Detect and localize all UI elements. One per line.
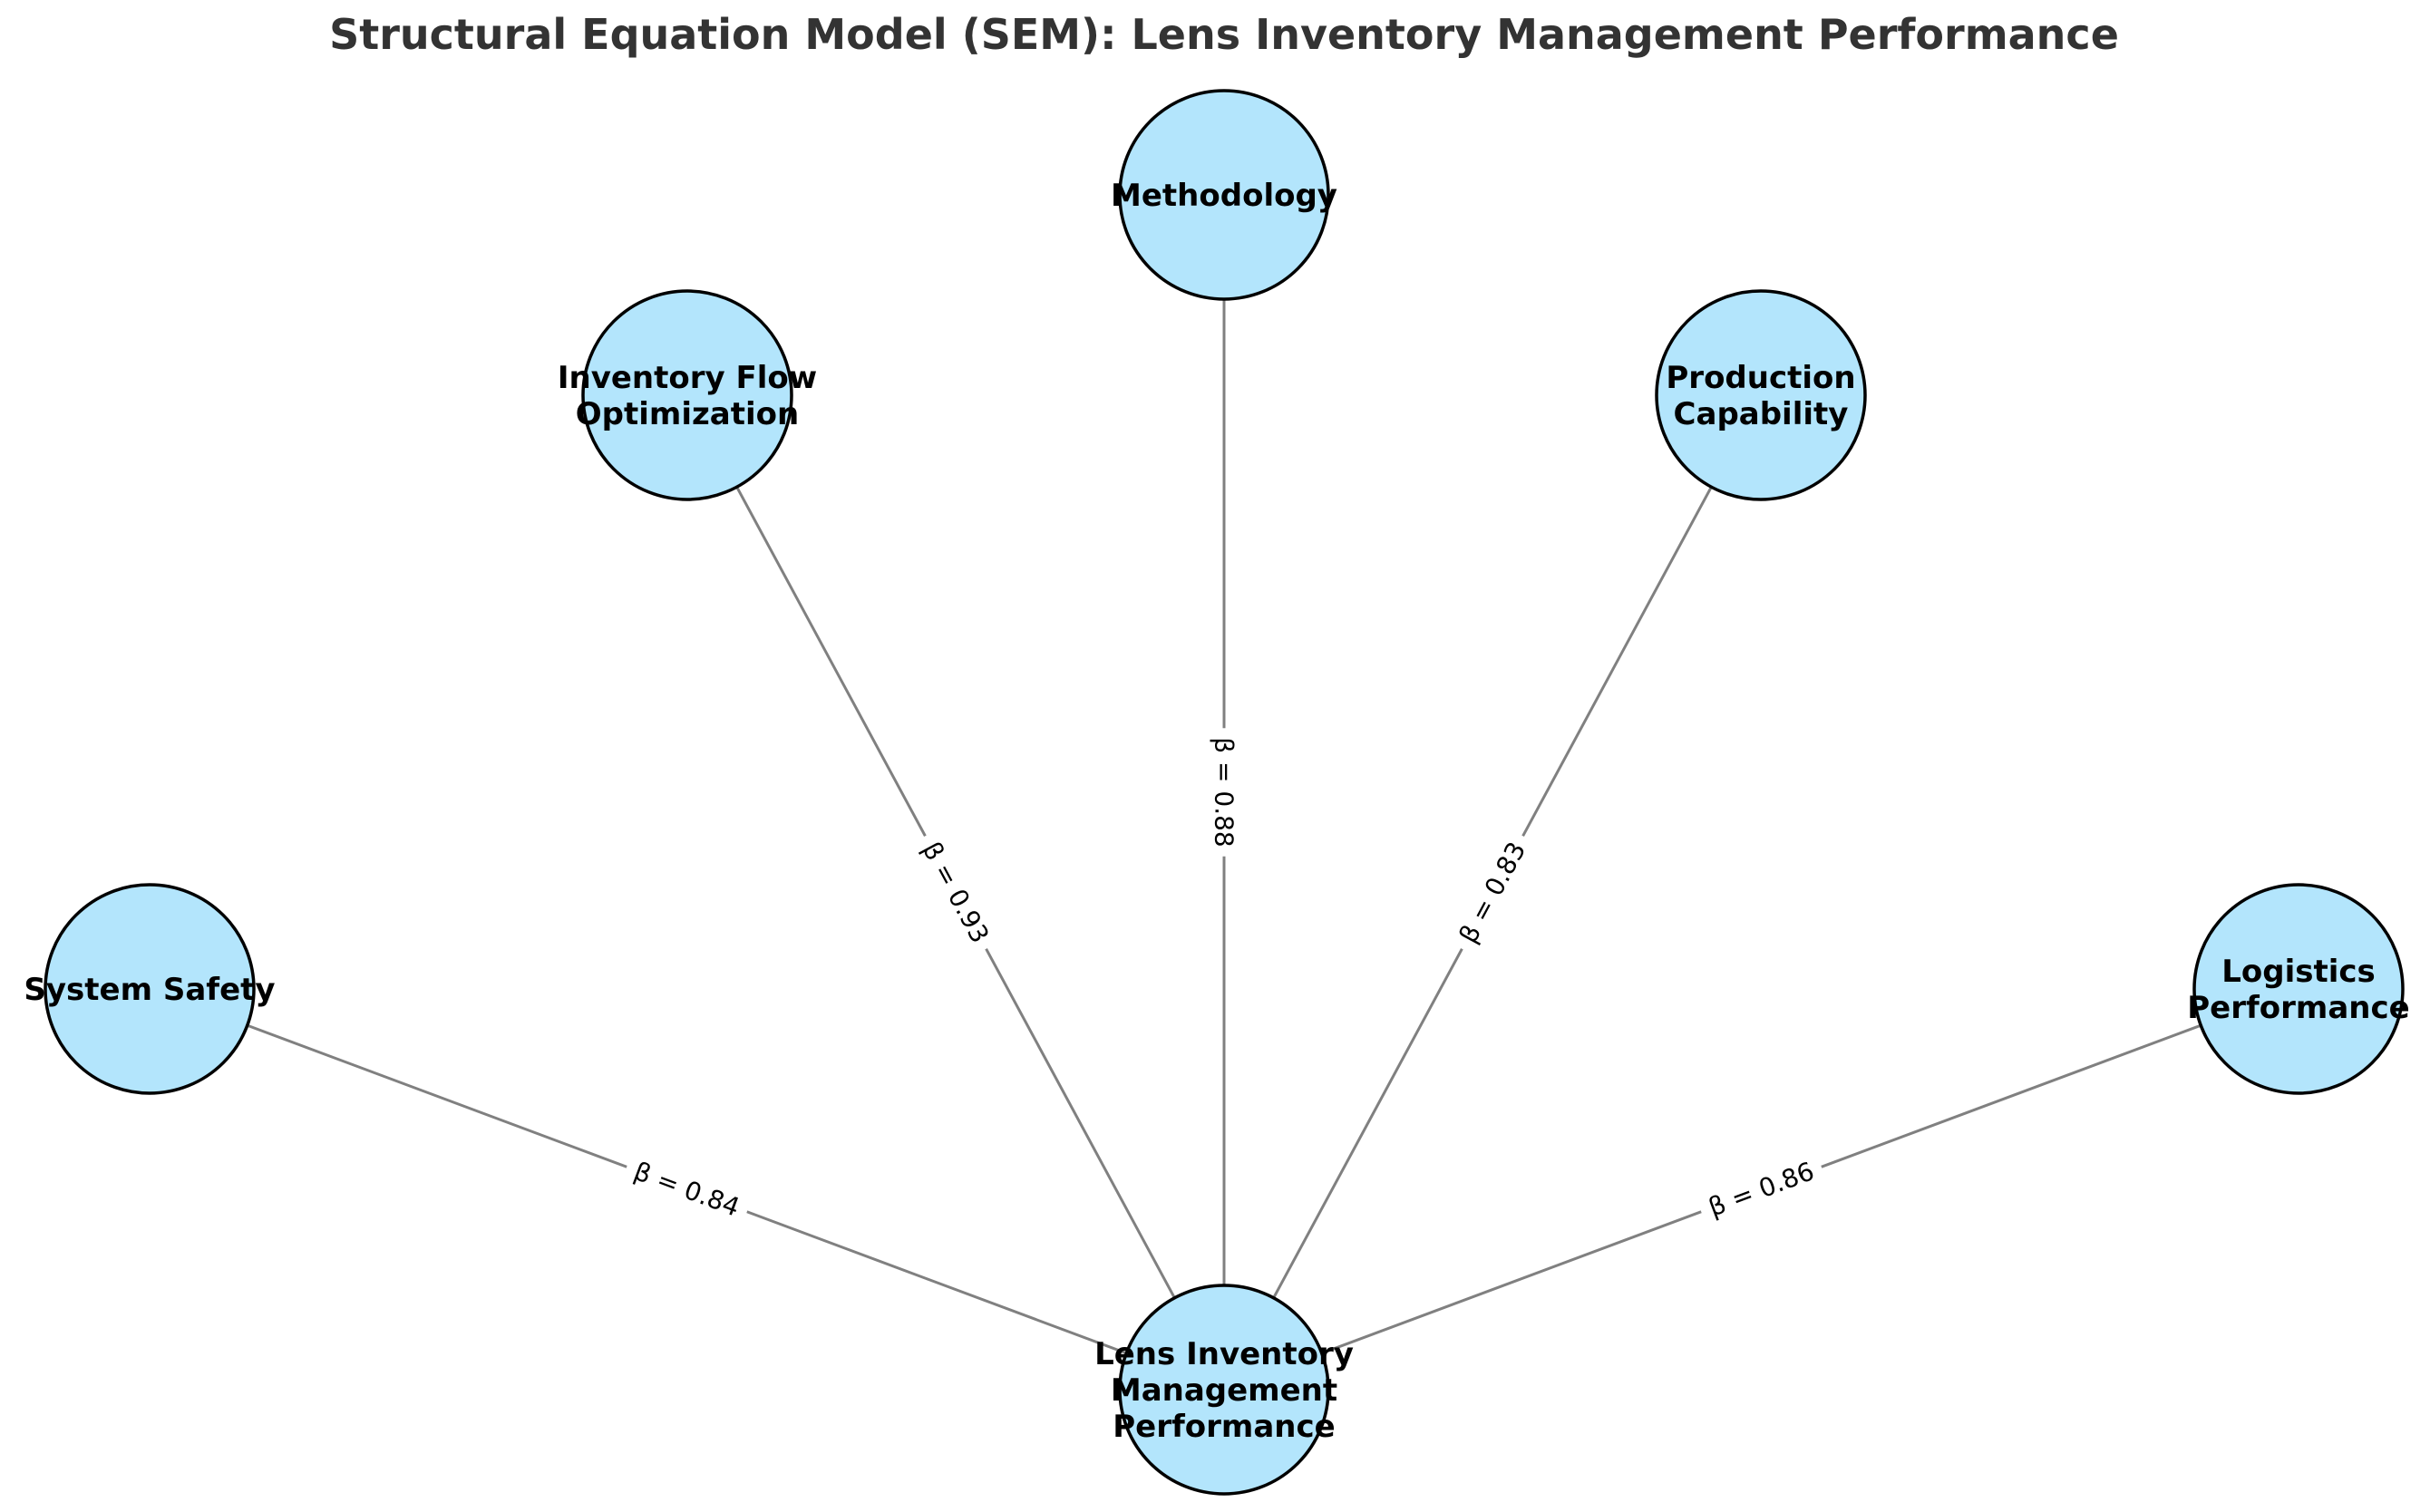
edge-coefficient-label: β = 0.86 xyxy=(1705,1156,1818,1222)
edge-label-group: β = 0.83 xyxy=(1445,827,1540,958)
edge-method-to-lens: β = 0.88 xyxy=(1206,195,1242,1390)
edge-label-background xyxy=(1206,728,1242,857)
node-safety: System Safety xyxy=(24,883,276,1095)
node-circle xyxy=(1118,1284,1330,1496)
edge-label-background xyxy=(620,1149,753,1229)
edge-production-to-lens: β = 0.83 xyxy=(1222,394,1763,1391)
edge-safety-to-lens: β = 0.84 xyxy=(149,987,1225,1391)
node-circle xyxy=(2192,883,2405,1095)
diagram-title: Structural Equation Model (SEM): Lens In… xyxy=(329,10,2119,59)
edge-label-background xyxy=(1695,1149,1828,1229)
edge-label-background xyxy=(909,827,1003,958)
edge-coefficient-label: β = 0.84 xyxy=(630,1156,744,1222)
edge-coefficient-label: β = 0.88 xyxy=(1210,737,1239,847)
node-label: Methodology xyxy=(1111,178,1337,214)
edge-label-background xyxy=(1445,827,1540,958)
edge-flow-to-lens: β = 0.93 xyxy=(685,394,1226,1391)
edge-label-group: β = 0.88 xyxy=(1206,728,1242,857)
node-circle xyxy=(44,883,256,1095)
node-method: Methodology xyxy=(1111,89,1337,301)
node-circle xyxy=(1655,289,1867,501)
node-label: System Safety xyxy=(24,972,275,1008)
node-circle xyxy=(1118,89,1330,301)
edge-coefficient-label: β = 0.93 xyxy=(917,837,996,948)
edge-label-group: β = 0.93 xyxy=(909,827,1003,958)
node-circle xyxy=(581,289,793,501)
edge-coefficient-label: β = 0.83 xyxy=(1453,837,1532,948)
edges-layer: β = 0.84 β = 0.93 β = 0.88 β = 0.83 β = 0.86 xyxy=(149,195,2299,1391)
edge-label-group: β = 0.86 xyxy=(1695,1149,1828,1229)
edge-label-group: β = 0.84 xyxy=(620,1149,753,1229)
edge-logistics-to-lens: β = 0.86 xyxy=(1223,987,2299,1391)
